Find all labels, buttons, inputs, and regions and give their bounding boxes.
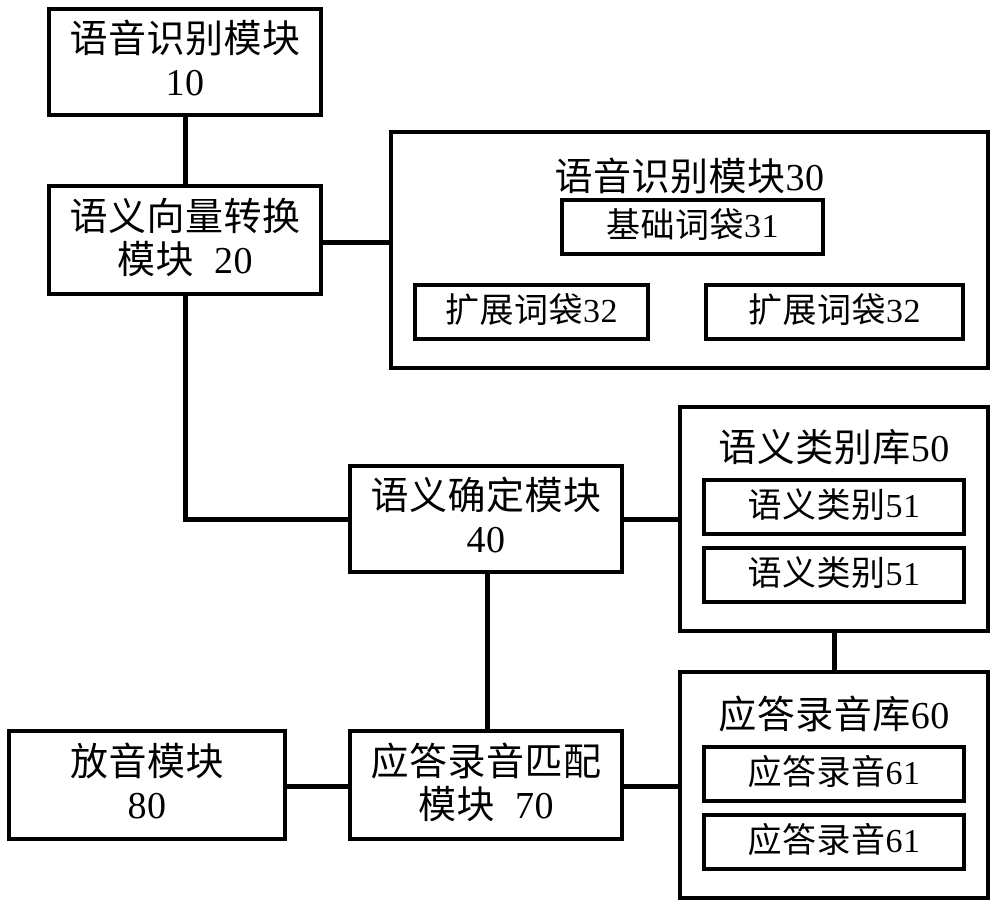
block-32-right-label: 扩展词袋32 — [748, 292, 921, 330]
block-32-left-label: 扩展词袋32 — [445, 292, 618, 330]
group-50-title: 语义类别库50 — [718, 428, 950, 470]
block-playback-module-80[interactable]: 放音模块 80 — [7, 729, 287, 841]
block-semantic-category-51-first[interactable]: 语义类别51 — [702, 478, 966, 536]
block-semantic-determination-module-40[interactable]: 语义确定模块 40 — [348, 464, 624, 574]
connector-b20-b40-vertical — [183, 292, 188, 522]
block-80-line1: 放音模块 — [69, 742, 224, 785]
block-10-line2: 10 — [165, 62, 205, 104]
block-extended-word-bag-32-left[interactable]: 扩展词袋32 — [413, 283, 650, 341]
block-51-first-label: 语义类别51 — [747, 487, 921, 525]
block-20-line2: 模块 20 — [116, 240, 253, 282]
block-extended-word-bag-32-right[interactable]: 扩展词袋32 — [704, 283, 965, 341]
block-61-second-label: 应答录音61 — [747, 822, 921, 860]
block-response-recording-61-first[interactable]: 应答录音61 — [702, 745, 966, 803]
block-20-line1: 语义向量转换 — [69, 197, 301, 240]
block-response-recording-61-second[interactable]: 应答录音61 — [702, 813, 966, 871]
block-70-line2: 模块 70 — [417, 785, 554, 827]
block-80-line2: 80 — [127, 785, 167, 827]
group-60-title: 应答录音库60 — [718, 695, 950, 737]
block-40-line1: 语义确定模块 — [370, 476, 602, 519]
connector-b20-g30 — [320, 240, 392, 245]
block-semantic-category-51-second[interactable]: 语义类别51 — [702, 546, 966, 604]
block-51-second-label: 语义类别51 — [747, 555, 921, 593]
block-response-recording-matching-module-70[interactable]: 应答录音匹配 模块 70 — [348, 729, 624, 841]
block-61-first-label: 应答录音61 — [747, 754, 921, 792]
connector-g50-g60 — [832, 630, 837, 674]
connector-b40-g50 — [622, 517, 680, 522]
connector-b10-b20 — [183, 114, 188, 185]
connector-b20-b40-horizontal — [183, 517, 351, 522]
block-basic-word-bag-31[interactable]: 基础词袋31 — [560, 198, 825, 256]
block-40-line2: 40 — [466, 519, 506, 561]
block-70-line1: 应答录音匹配 — [370, 742, 602, 785]
connector-b70-g60 — [622, 784, 680, 789]
block-speech-recognition-module-10[interactable]: 语音识别模块 10 — [47, 7, 323, 117]
block-31-label: 基础词袋31 — [606, 207, 779, 245]
block-10-line1: 语音识别模块 — [69, 19, 301, 62]
group-30-title: 语音识别模块30 — [554, 157, 825, 199]
connector-b80-b70 — [286, 784, 350, 789]
block-semantic-vector-conversion-module-20[interactable]: 语义向量转换 模块 20 — [47, 184, 323, 296]
connector-b40-b70 — [485, 572, 490, 732]
